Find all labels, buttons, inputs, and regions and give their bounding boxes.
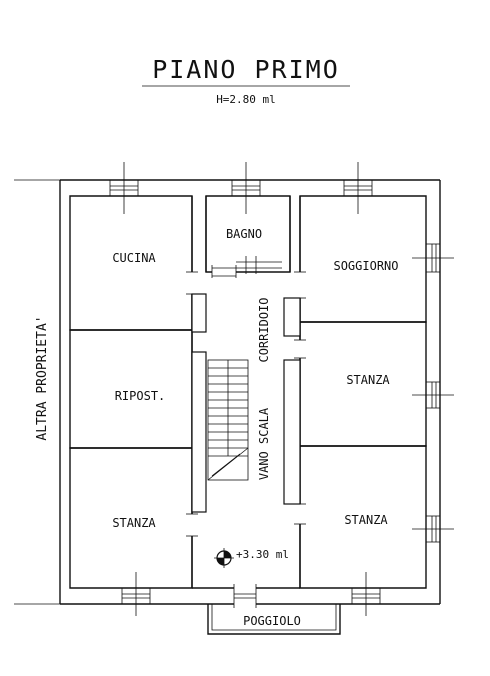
property-boundary (14, 179, 61, 605)
corridor-wall-segments (191, 293, 301, 513)
window-bottom-left (121, 572, 151, 616)
window-right-mid (412, 381, 454, 409)
room-label-vano-scala: VANO SCALA (257, 407, 271, 480)
room-label-stanza-right-mid: STANZA (346, 373, 390, 387)
room-label-bagno: BAGNO (226, 227, 262, 241)
window-right-top (412, 243, 454, 273)
plan-title: PIANO PRIMO (152, 55, 340, 84)
window-right-bottom (412, 515, 454, 543)
room-label-stanza-right-bottom: STANZA (344, 513, 388, 527)
bagno-partition (236, 256, 282, 274)
window-top-right (343, 162, 373, 214)
window-top-center (231, 162, 261, 214)
poggiolo-balcony (207, 604, 341, 635)
room-label-stanza-left-bottom: STANZA (112, 516, 156, 530)
altra-proprieta-label: ALTRA PROPRIETA' (35, 315, 50, 440)
room-label-ripost: RIPOST. (115, 389, 166, 403)
room-label-corridoio: CORRIDOIO (257, 297, 271, 362)
staircase (207, 359, 249, 481)
level-marker-icon (214, 548, 234, 568)
level-mark-label: +3.30 ml (236, 548, 289, 561)
balcony-door (233, 584, 257, 608)
room-label-poggiolo: POGGIOLO (243, 614, 301, 628)
room-label-cucina: CUCINA (112, 251, 156, 265)
outer-walls (60, 179, 441, 605)
door-openings (186, 265, 306, 537)
window-bottom-right (351, 572, 381, 616)
window-top-left (109, 162, 139, 214)
height-note: H=2.80 ml (216, 93, 276, 106)
room-label-soggiorno: SOGGIORNO (333, 259, 398, 273)
